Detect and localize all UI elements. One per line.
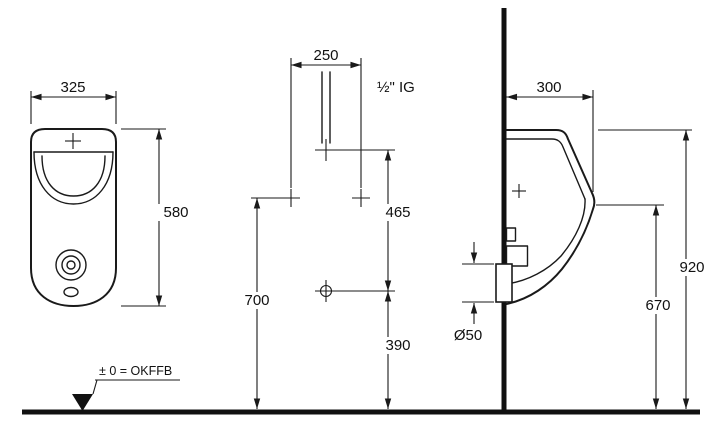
dim-label-325: 325 (60, 79, 85, 96)
side-outlet-pipe (495, 263, 513, 303)
side-view (495, 8, 596, 411)
front-outline (30, 128, 117, 307)
datum-leader (92, 379, 98, 395)
side-bowl-inner (505, 198, 586, 285)
dimension-front-height: 580 (121, 128, 195, 307)
dimension-fixing-height: 700 (239, 197, 283, 409)
dim-label-dia50: Ø50 (454, 327, 482, 344)
front-bowl-inner (41, 155, 106, 197)
dim-label-250: 250 (313, 47, 338, 64)
outlet-center-mark (315, 280, 337, 302)
side-fixing-detail (505, 227, 517, 242)
dimension-front-width: 325 (30, 79, 117, 124)
inlet-center-mark (315, 139, 337, 161)
side-rim-inner (505, 138, 586, 200)
dimension-outlet-height: 390 (380, 291, 416, 409)
front-overflow (63, 286, 79, 298)
dim-label-300: 300 (536, 79, 561, 96)
water-inlet-pipe (321, 71, 331, 144)
fixing-hole-left-mark (282, 189, 300, 207)
dimension-top-height: 920 (598, 129, 711, 409)
front-bowl-outer (33, 151, 114, 205)
dim-label-670: 670 (645, 297, 670, 314)
fixing-hole-right-mark (352, 189, 370, 207)
datum-label: ± 0 = OKFFB (99, 364, 172, 378)
dimension-inlet-to-outlet: 465 (334, 149, 416, 292)
dim-label-580: 580 (163, 204, 188, 221)
side-inlet-mark (512, 184, 526, 198)
dim-label-465: 465 (385, 204, 410, 221)
dimension-rim-height: 670 (596, 204, 676, 409)
dim-label-390: 390 (385, 337, 410, 354)
dim-label-700: 700 (244, 292, 269, 309)
dimension-inlet-spacing: 250 (290, 47, 362, 188)
side-outline (505, 129, 596, 305)
side-siphon (505, 245, 529, 267)
dim-label-920: 920 (679, 259, 704, 276)
front-drain (55, 249, 87, 298)
front-view (30, 128, 117, 307)
front-inlet-mark (65, 133, 81, 149)
datum-symbol: ± 0 = OKFFB (72, 364, 180, 411)
datum-triangle (72, 394, 93, 411)
label-inlet-thread: ½" IG (377, 79, 415, 96)
dimension-outlet-diameter: Ø50 (454, 242, 494, 344)
dimension-depth: 300 (506, 79, 594, 192)
